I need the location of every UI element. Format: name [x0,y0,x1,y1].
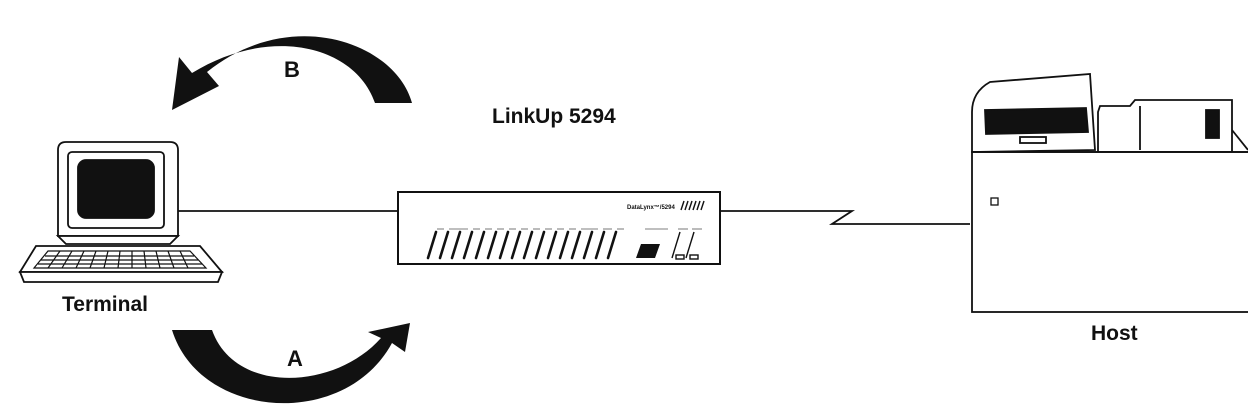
host-mainframe-icon [971,73,1248,313]
indicator-lights [426,230,618,260]
device-brand-label: DataLynx™/5294 [627,205,675,211]
vent-marks [680,200,705,211]
switch-panel [636,244,660,258]
host-label: Host [1091,322,1138,345]
terminal-label: Terminal [62,293,148,316]
terminal-computer-icon [18,141,224,283]
arrow-a-label: A [287,346,303,371]
arrow-a-icon [172,323,410,404]
reset-switches [671,231,699,260]
connection-lines [178,210,970,225]
device-title: LinkUp 5294 [492,105,616,128]
arrow-b-icon [172,36,412,110]
arrow-b-label: B [284,57,300,82]
linkup-device [397,191,721,265]
device-to-host-line [720,210,970,225]
